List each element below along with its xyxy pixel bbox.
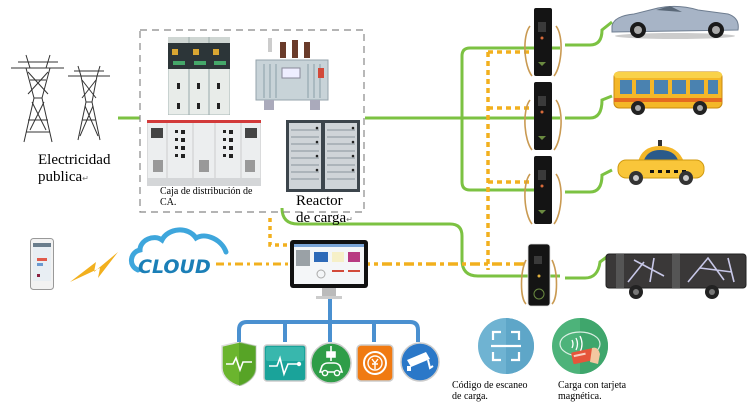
card-tap-label-line2: magnética.: [558, 391, 602, 402]
ac-box-label: Caja de distribución de CA.: [160, 186, 252, 208]
grid-label-line1: Electricidad: [38, 152, 111, 168]
dual-charger-icon: [520, 243, 558, 307]
power-line-trunk: [460, 46, 550, 192]
cloud-icon: [129, 227, 229, 273]
grid-label-line2: publica: [38, 168, 83, 185]
transmission-tower-icon: [11, 54, 110, 143]
security-camera-icon[interactable]: [400, 342, 440, 382]
power-line-ebus: [565, 254, 609, 280]
ac-box-label-line1: Caja de distribución de: [160, 186, 253, 197]
card-tap-label-line1: Carga con tarjeta: [558, 380, 627, 391]
power-line-bus: [565, 94, 613, 120]
lightning-icon: [70, 252, 118, 282]
pilcrow-mark: ↵: [346, 214, 353, 224]
data-line-substation: [268, 218, 292, 247]
charger-icon: [524, 8, 562, 77]
switchgear-cabinet-icon: [168, 37, 230, 115]
heartbeat-monitor-icon[interactable]: [263, 344, 307, 382]
reactor-label-line2: de carga: [296, 209, 347, 226]
scan-code-label: Código de escaneo de carga.: [452, 380, 548, 402]
scan-code-label-line2: de carga.: [452, 391, 488, 402]
smartphone-icon: [30, 238, 54, 290]
power-line-taxi: [565, 168, 613, 194]
reactor-label-line1: Reactor: [296, 193, 343, 209]
ac-box-label-line2: CA.: [160, 197, 177, 208]
bus-icon: [613, 71, 723, 115]
substation-boundary: [139, 29, 365, 213]
yuan-coin-icon[interactable]: [356, 344, 394, 382]
grid-label: Electricidad publica↵: [38, 152, 110, 185]
power-line-car: [565, 20, 613, 47]
ac-distribution-box-icon: [147, 120, 261, 186]
monitor-icon[interactable]: [290, 240, 368, 302]
reactor-label: Reactor de carga↵: [296, 193, 353, 226]
scan-code-label-line1: Código de escaneo: [452, 380, 528, 391]
transformer-icon: [255, 38, 329, 110]
electric-bus-icon: [605, 253, 747, 299]
charger-icon: [524, 82, 562, 151]
power-line-lower: [280, 207, 560, 278]
card-tap-icon[interactable]: [552, 318, 608, 374]
taxi-icon: [617, 140, 705, 185]
card-tap-label: Carga con tarjeta magnética.: [558, 380, 656, 402]
charging-reactor-icon: [286, 120, 360, 192]
cloud-label: CLOUD: [138, 256, 211, 278]
plug-car-icon[interactable]: [310, 342, 352, 384]
sports-car-icon: [611, 5, 739, 39]
pilcrow-mark: ↵: [82, 173, 89, 183]
charger-icon: [524, 156, 562, 225]
scan-code-icon[interactable]: [478, 318, 534, 374]
shield-heartbeat-icon[interactable]: [220, 342, 258, 386]
